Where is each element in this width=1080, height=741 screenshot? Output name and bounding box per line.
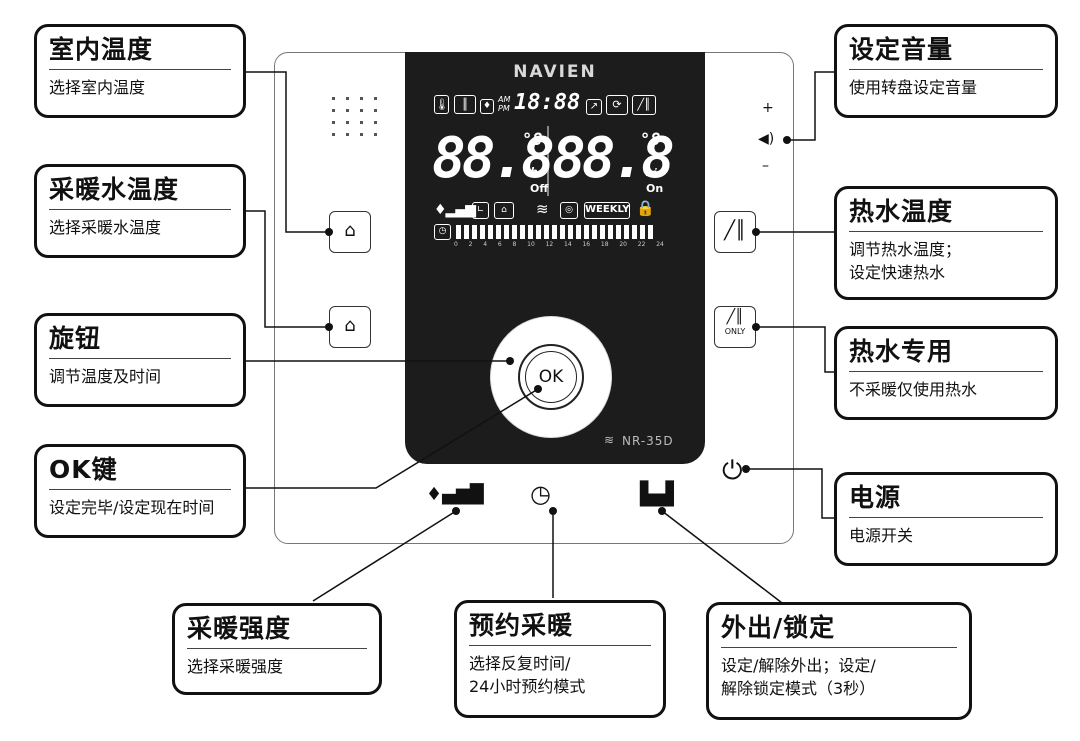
- shower-thermometer-icon: ╱║: [724, 220, 746, 241]
- callout-title: 外出/锁定: [721, 613, 957, 648]
- callout-title: 预约采暖: [469, 611, 651, 646]
- graph-icon: ∟: [472, 202, 489, 219]
- schedule-tick-label: 8: [512, 241, 517, 248]
- left-degree-unit: °8: [522, 130, 543, 150]
- callout-desc: 不采暖仅使用热水: [849, 380, 978, 399]
- schedule-tick-label: 12: [545, 241, 554, 248]
- on-indicator: On: [646, 182, 664, 195]
- callout-desc: 电源开关: [849, 526, 914, 545]
- ok-button[interactable]: OK: [525, 351, 577, 403]
- callout-title: 旋钮: [49, 324, 231, 359]
- callout-ok-key: OK键 设定完毕/设定现在时间: [34, 444, 246, 538]
- schedule-tick-label: 14: [564, 241, 572, 248]
- callout-title: OK键: [49, 455, 231, 490]
- lock-icon: 🔒: [636, 199, 655, 217]
- callout-desc: 使用转盘设定音量: [849, 78, 978, 97]
- callout-desc: 选择采暖水温度: [49, 218, 162, 237]
- indoor-temp-icon: 🌡: [434, 95, 449, 114]
- schedule-tick-label: 6: [497, 241, 502, 248]
- callout-heating-water-temp: 采暖水温度 选择采暖水温度: [34, 164, 246, 258]
- callout-hot-water-temp: 热水温度 调节热水温度； 设定快速热水: [834, 186, 1058, 300]
- intensity-icon: ♦▂▄▆: [434, 202, 476, 218]
- schedule-tick-label: 4: [483, 241, 488, 248]
- callout-indoor-temp: 室内温度 选择室内温度: [34, 24, 246, 118]
- shower-icon: ╱║: [726, 309, 744, 325]
- heating-water-temp-button[interactable]: ⌂: [329, 306, 371, 348]
- schedule-tick-label: 0: [454, 241, 458, 248]
- callout-desc: 调节热水温度； 设定快速热水: [849, 240, 962, 282]
- heating-temp-value: 88.8: [432, 126, 555, 191]
- hot-water-temp-button[interactable]: ╱║: [714, 211, 756, 253]
- callout-knob: 旋钮 调节温度及时间: [34, 313, 246, 407]
- callout-title: 室内温度: [49, 35, 231, 70]
- callout-power: 电源 电源开关: [834, 472, 1058, 566]
- indoor-temp-button[interactable]: ⌂: [329, 211, 371, 253]
- clock-display: 18:88: [514, 90, 581, 115]
- water-temp-icon: ║: [454, 95, 476, 114]
- callout-title: 热水温度: [849, 197, 1043, 232]
- callout-title: 电源: [849, 483, 1043, 518]
- callout-desc: 选择采暖强度: [187, 657, 284, 676]
- callout-hot-water-only: 热水专用 不采暖仅使用热水: [834, 326, 1058, 420]
- only-label: ONLY: [724, 327, 746, 336]
- callout-desc: 调节温度及时间: [49, 367, 162, 386]
- callout-title: 热水专用: [849, 337, 1043, 372]
- callout-away-lock: 外出/锁定 设定/解除外出；设定/ 解除锁定模式（3秒）: [706, 602, 972, 720]
- volume-minus: –: [762, 158, 769, 174]
- callout-title: 采暖水温度: [49, 175, 231, 210]
- minute-unit: min: [646, 168, 665, 179]
- schedule-bar: [456, 225, 656, 239]
- schedule-tick-label: 20: [619, 241, 627, 248]
- callout-title: 采暖强度: [187, 614, 367, 649]
- schedule-tick-label: 18: [600, 241, 609, 248]
- volume-plus: +: [762, 100, 774, 116]
- schedule-tick-label: 24: [656, 241, 664, 248]
- callout-heating-intensity: 采暖强度 选择采暖强度: [172, 603, 382, 695]
- hot-water-only-button[interactable]: ╱║ ONLY: [714, 306, 756, 348]
- lcd-display: 🌡 ║ ♦ AM PM 18:88 ↗ ⟳ ╱║ 88.8 °8 h Off 8…: [432, 90, 677, 260]
- callout-title: 设定音量: [849, 35, 1043, 70]
- callout-desc: 选择反复时间/ 24小时预约模式: [469, 654, 586, 696]
- heating-intensity-button[interactable]: ♦▄▆█: [426, 484, 484, 505]
- callout-desc: 设定/解除外出；设定/ 解除锁定模式（3秒）: [721, 656, 876, 698]
- callout-desc: 设定完毕/设定现在时间: [49, 498, 215, 517]
- floor-heat-icon: ⌂: [494, 202, 514, 219]
- expand-icon: ↗: [586, 99, 602, 115]
- hot-water-icon: ╱║: [632, 95, 656, 115]
- power-button[interactable]: ⏻: [722, 456, 743, 486]
- fast-heat-icon: ⟳: [606, 95, 628, 115]
- callout-desc: 选择室内温度: [49, 78, 146, 97]
- callout-scheduled-heating: 预约采暖 选择反复时间/ 24小时预约模式: [454, 600, 666, 718]
- timer-icon: ◷: [434, 224, 451, 240]
- flame-icon: ♦: [480, 99, 494, 114]
- house-thermometer-icon: ⌂: [344, 220, 356, 241]
- house-heat-icon: ⌂: [344, 315, 356, 336]
- schedule-tick-label: 22: [637, 241, 646, 248]
- brand-logo: NAVIEN: [513, 62, 597, 82]
- schedule-tick-label: 10: [527, 241, 535, 248]
- off-indicator: Off: [530, 182, 549, 195]
- hour-unit: h: [530, 166, 538, 181]
- am-indicator: AM: [498, 95, 511, 104]
- right-degree-unit: °8: [640, 130, 661, 150]
- away-icon: ◎: [560, 202, 578, 219]
- callout-volume: 设定音量 使用转盘设定音量: [834, 24, 1058, 118]
- schedule-tick-label: 2: [468, 241, 473, 248]
- wifi-icon: ≋: [536, 200, 549, 218]
- away-lock-button[interactable]: ▙▟: [640, 482, 674, 507]
- weekly-indicator: WEEKLY: [584, 202, 630, 219]
- wifi-small-icon: ≋: [604, 433, 615, 447]
- model-label: NR-35D: [622, 434, 674, 448]
- schedule-tick-label: 16: [582, 241, 591, 248]
- speaker-volume-icon[interactable]: ◀): [758, 131, 775, 147]
- pm-indicator: PM: [498, 104, 510, 113]
- hot-water-temp-value: 88.8: [552, 126, 675, 191]
- scheduled-heating-button[interactable]: ◷: [530, 480, 551, 508]
